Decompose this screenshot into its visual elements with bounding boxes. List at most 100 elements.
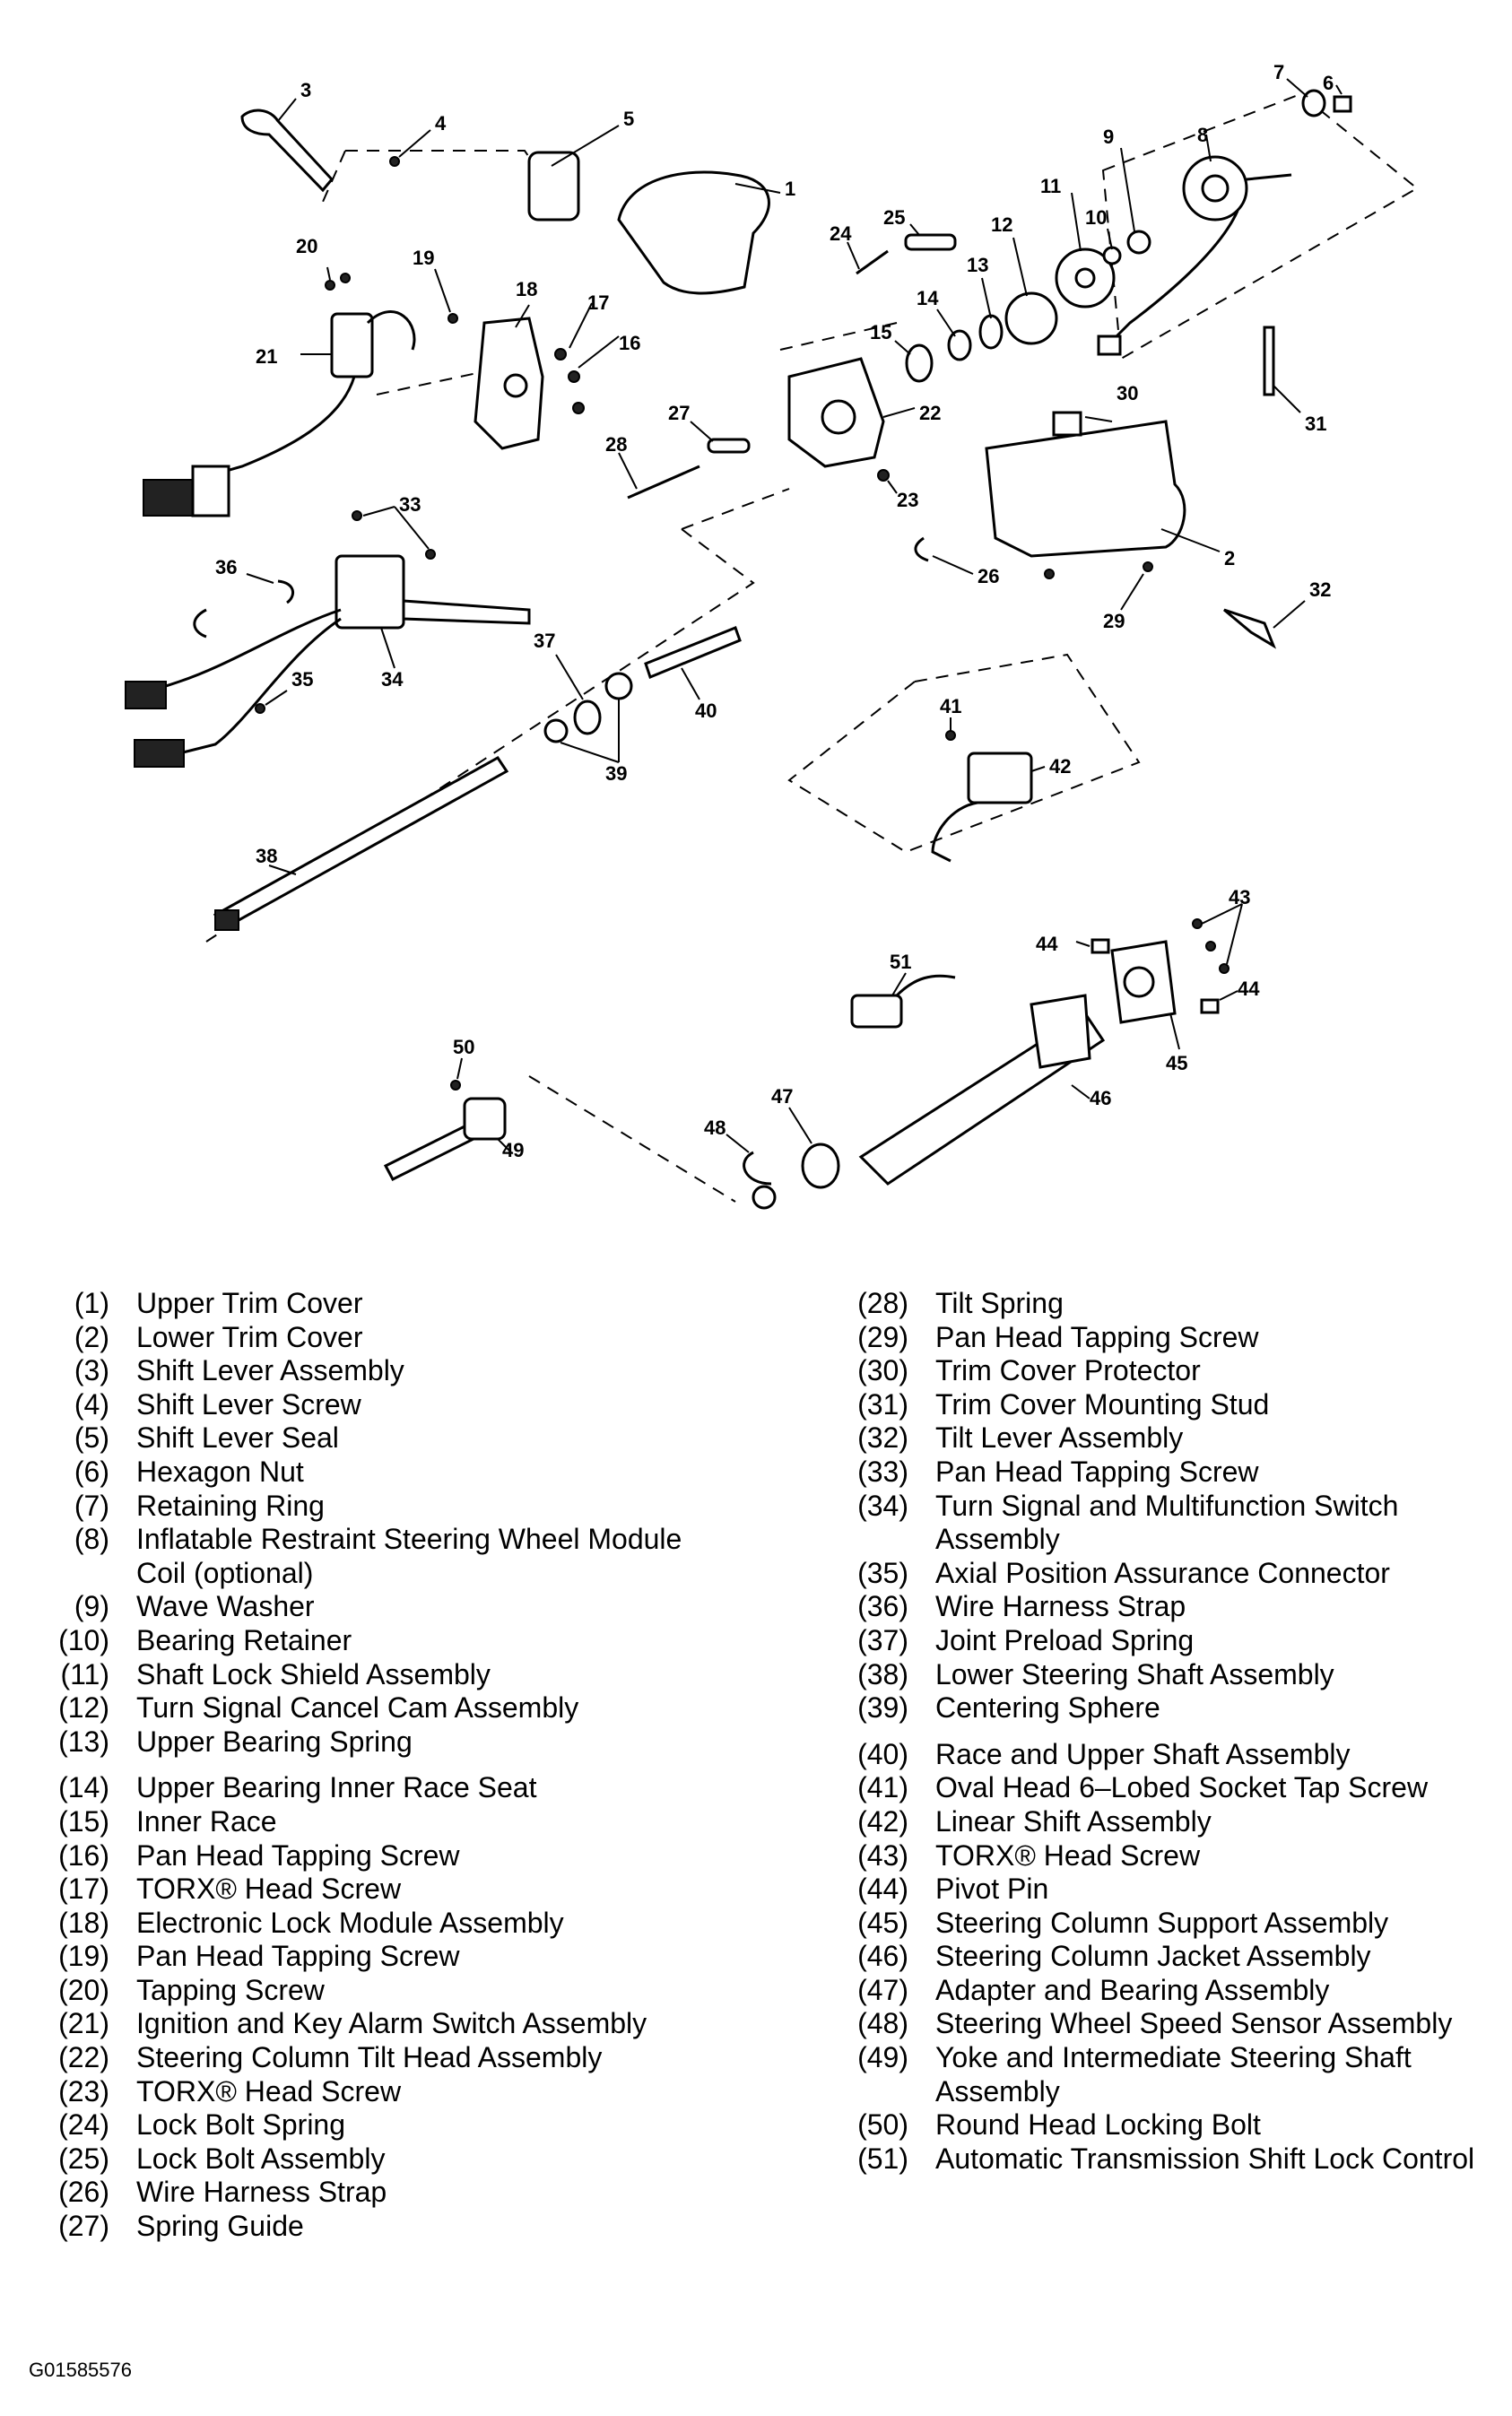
legend-number: (32) (857, 1421, 908, 1455)
tilt-spring (618, 452, 700, 500)
legend-item: (14)Upper Bearing Inner Race Seat (29, 1771, 818, 1805)
callout-label: 49 (502, 1139, 524, 1161)
legend-item: (46)Steering Column Jacket Assembly (828, 1940, 1509, 1974)
callout-label: 33 (399, 493, 421, 516)
legend-description: Inflatable Restraint Steering Wheel Modu… (136, 1523, 682, 1589)
callout-label: 23 (897, 489, 918, 511)
legend-number: (15) (58, 1804, 109, 1838)
legend-number: (47) (857, 1973, 908, 2006)
callout-label: 26 (978, 565, 999, 587)
legend-description: Upper Bearing Spring (136, 1725, 413, 1758)
legend-number: (9) (74, 1590, 109, 1623)
legend-description: Hexagon Nut (136, 1455, 304, 1488)
legend-item: (1)Upper Trim Cover (29, 1287, 818, 1321)
legend-number: (16) (58, 1838, 109, 1872)
callout-label: 1 (785, 178, 795, 200)
legend-description: Trim Cover Mounting Stud (935, 1387, 1270, 1421)
legend-number: (8) (74, 1523, 109, 1556)
callout-label: 51 (890, 951, 911, 973)
turn-signal-cancel-cam (1004, 237, 1058, 345)
steering-column-jacket (858, 994, 1106, 1186)
shift-lever-seal (527, 125, 620, 222)
callout-label: 34 (381, 668, 404, 691)
legend-number: (51) (857, 2142, 908, 2175)
legend-description: Wave Washer (136, 1590, 315, 1623)
legend-item: (35)Axial Position Assurance Connector (828, 1557, 1509, 1591)
callout-label: 7 (1273, 61, 1284, 83)
lower-trim-cover (985, 420, 1221, 558)
trim-cover-mounting-stud (1263, 326, 1301, 413)
legend-item: (30)Trim Cover Protector (828, 1354, 1509, 1388)
legend-number: (50) (857, 2108, 908, 2142)
legend-item: (47)Adapter and Bearing Assembly (828, 1974, 1509, 2008)
legend-description: Trim Cover Protector (935, 1354, 1201, 1387)
steering-column-exploded-diagram: 1 2 3 4 5 6 7 8 9 10 11 12 13 14 15 16 1… (125, 61, 1419, 1210)
round-head-locking-bolt (450, 1057, 463, 1091)
legend-number: (39) (857, 1691, 908, 1725)
shift-lever-assembly (240, 98, 334, 193)
shift-lock-control (850, 972, 956, 1029)
lock-bolt-spring (847, 241, 889, 275)
module-screws (554, 302, 620, 414)
legend-description: Pan Head Tapping Screw (136, 1940, 460, 1973)
callout-label: 27 (668, 402, 690, 424)
legend-description: Lower Trim Cover (136, 1320, 363, 1353)
switch-screws (352, 506, 436, 560)
legend-item: (45)Steering Column Support Assembly (828, 1907, 1509, 1941)
legend-item: (19) Pan Head Tapping Screw (29, 1940, 818, 1974)
legend-description: Lock Bolt Spring (136, 2108, 346, 2142)
callout-label: 50 (453, 1036, 474, 1058)
legend-item: (27)Spring Guide (29, 2210, 818, 2244)
legend-number: (2) (74, 1320, 109, 1353)
legend-item: (41)Oval Head 6–Lobed Socket Tap Screw (828, 1771, 1509, 1805)
legend-number: (27) (58, 2210, 109, 2243)
callout-label: 35 (291, 668, 313, 691)
legend-item: (11)Shaft Lock Shield Assembly (29, 1658, 818, 1692)
spring-guide (690, 421, 751, 454)
race-and-upper-shaft (644, 626, 742, 700)
legend-number: (48) (857, 2007, 908, 2040)
shift-lever-screw (389, 129, 431, 167)
joint-preload-spring (555, 654, 602, 735)
legend-number: (19) (58, 1940, 109, 1973)
legend-item: (51)Automatic Transmission Shift Lock Co… (828, 2142, 1509, 2177)
legend-number: (21) (58, 2007, 109, 2040)
legend-item: (36)Wire Harness Strap (828, 1590, 1509, 1624)
legend-number: (20) (58, 1973, 109, 2006)
legend-number: (34) (857, 1489, 908, 1522)
callout-label: 3 (300, 79, 311, 101)
legend-item: (12)Turn Signal Cancel Cam Assembly (29, 1691, 818, 1725)
callout-label: 21 (256, 345, 277, 368)
electronic-lock-module (474, 304, 544, 450)
pivot-pins (1075, 938, 1238, 1014)
legend-description: Lower Steering Shaft Assembly (935, 1657, 1334, 1690)
callout-label: 14 (917, 287, 939, 309)
retaining-ring (1286, 78, 1326, 117)
ignition-key-alarm-switch (143, 310, 416, 517)
legend-item: (20) Tapping Screw (29, 1974, 818, 2008)
callout-label: 20 (296, 235, 317, 257)
legend-item: (48)Steering Wheel Speed Sensor Assembly (828, 2007, 1509, 2041)
legend-item: (28)Tilt Spring (828, 1287, 1509, 1321)
legend-description: Upper Trim Cover (136, 1287, 363, 1319)
legend-description: Tilt Spring (935, 1287, 1064, 1319)
legend-description: Steering Column Support Assembly (935, 1906, 1389, 1939)
legend-item: (21)Ignition and Key Alarm Switch Assemb… (29, 2007, 818, 2041)
callout-label: 45 (1166, 1052, 1187, 1074)
legend-description: Inner Race (136, 1804, 277, 1838)
callout-label: 2 (1224, 547, 1235, 569)
wire-harness-strap-lower (193, 573, 295, 639)
legend-description: Pivot Pin (935, 1873, 1049, 1906)
legend-description: Round Head Locking Bolt (935, 2108, 1261, 2142)
callout-label: 13 (967, 254, 988, 276)
legend-number: (22) (58, 2041, 109, 2074)
callout-label: 19 (413, 247, 434, 269)
legend-item: (24)Lock Bolt Spring (29, 2108, 818, 2142)
legend-description: Tapping Screw (136, 1973, 325, 2006)
legend-description: Pan Head Tapping Screw (136, 1838, 460, 1872)
legend-item: (42)Linear Shift Assembly (828, 1805, 1509, 1839)
upper-bearing-spring (978, 277, 1004, 350)
callout-label: 44 (1036, 933, 1058, 955)
legend-description: Retaining Ring (136, 1489, 325, 1522)
